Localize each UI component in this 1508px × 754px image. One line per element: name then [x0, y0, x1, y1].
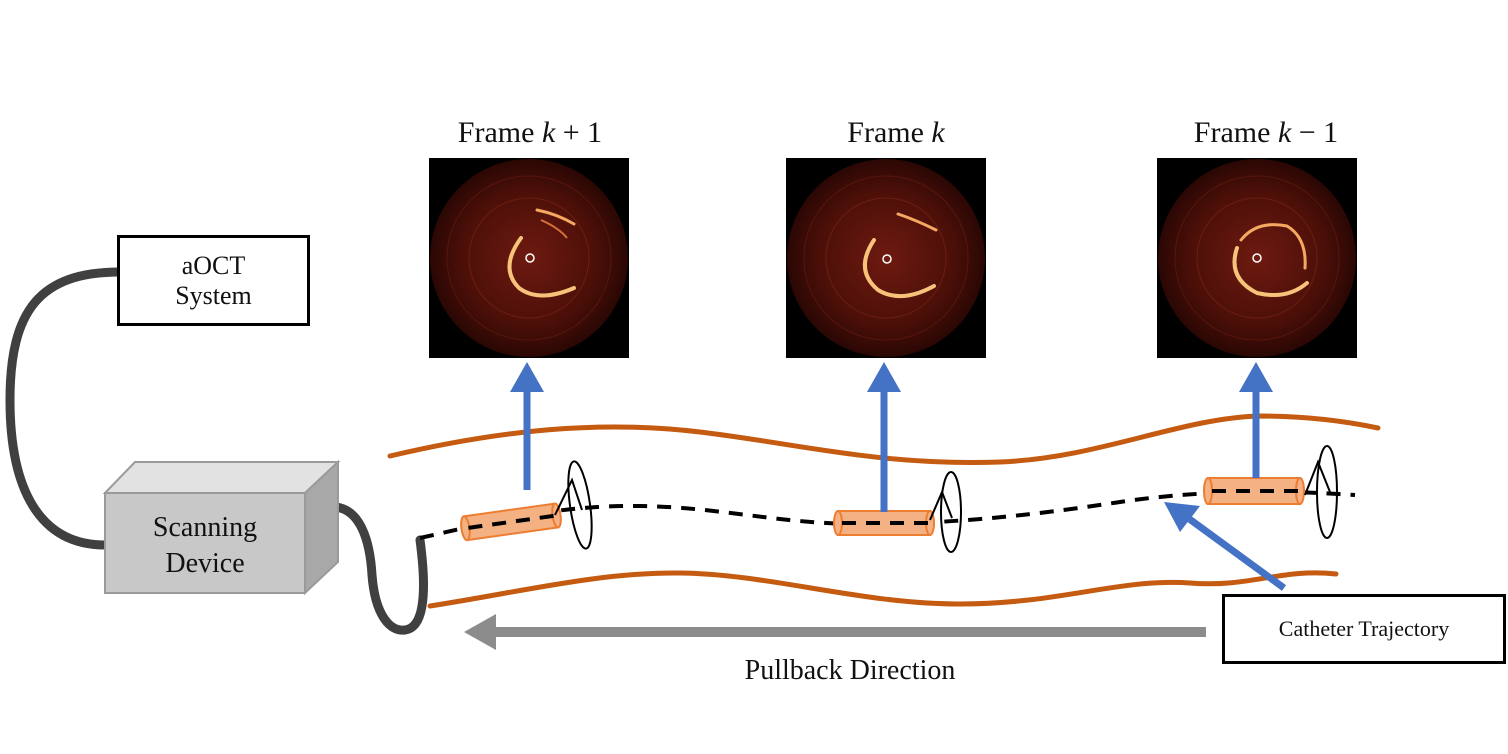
- aoct-system-box: aOCT System: [117, 235, 310, 326]
- catheter-trajectory-box: Catheter Trajectory: [1222, 594, 1506, 664]
- catheter-tip-frame-previous: [1203, 445, 1338, 539]
- frame-arrow-previous: [1239, 362, 1273, 478]
- trajectory-pointer-arrow: [1164, 502, 1287, 591]
- cable-system-to-device: [5, 267, 125, 550]
- pullback-direction-label: Pullback Direction: [744, 655, 956, 686]
- frame-title-previous: Frame k − 1: [1193, 116, 1339, 149]
- scanning-device-label: Scanning Device: [105, 510, 305, 582]
- scanning-device-line2: Device: [165, 548, 245, 579]
- frame-title-current: Frame k: [847, 116, 945, 149]
- catheter-trajectory-label: Catheter Trajectory: [1278, 616, 1450, 641]
- frame-arrow-current: [867, 362, 901, 512]
- aoct-system-line2: System: [175, 281, 252, 310]
- pullback-arrow: [464, 614, 1206, 650]
- scanning-device-line1: Scanning: [152, 512, 258, 543]
- catheter-tip-frame-current: [833, 471, 962, 553]
- catheter-tip-frame-next: [460, 460, 593, 550]
- vessel-wall-lower: [427, 570, 1339, 609]
- oct-image-frame-next: [429, 158, 629, 358]
- oct-image-frame-previous: [1157, 158, 1357, 358]
- scanning-device: [102, 459, 341, 596]
- oct-image-frame-current: [786, 158, 986, 358]
- aoct-system-line1: aOCT: [181, 251, 246, 280]
- vessel-wall-upper: [387, 413, 1381, 465]
- frame-arrow-next: [510, 362, 544, 490]
- frame-title-next: Frame k + 1: [457, 116, 603, 149]
- cable-device-to-catheter: [331, 502, 428, 635]
